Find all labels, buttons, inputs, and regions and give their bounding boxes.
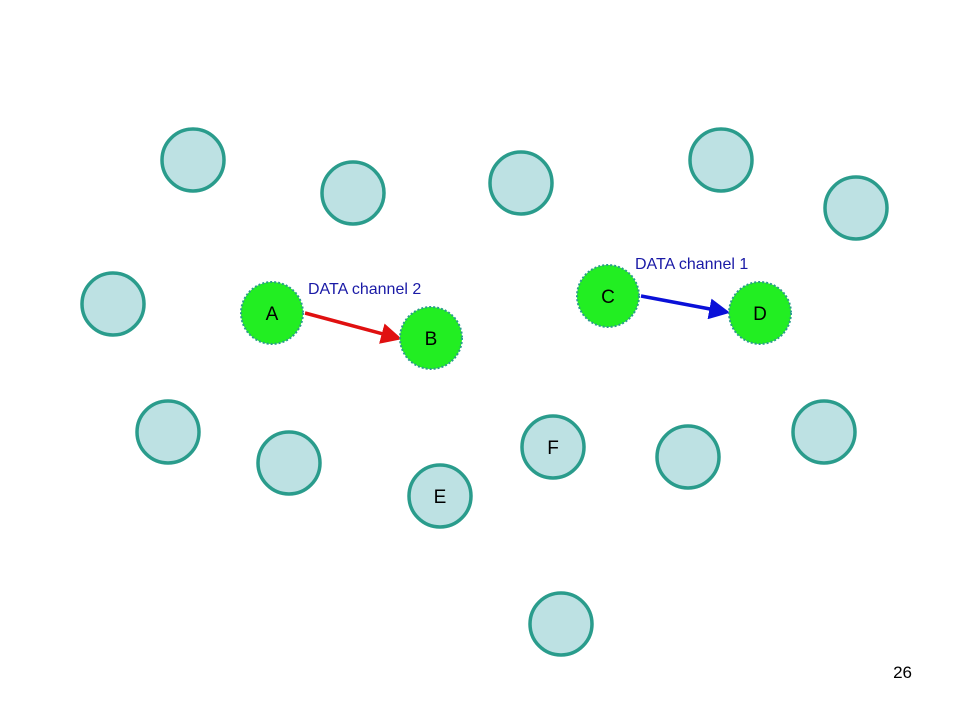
node-e-label: E <box>434 487 447 508</box>
idle-node <box>160 127 226 193</box>
node-f-label: F <box>547 438 559 459</box>
node-b-label: B <box>425 329 438 350</box>
idle-node <box>80 271 146 337</box>
idle-node <box>488 150 554 216</box>
node-c-label: C <box>601 287 615 308</box>
idle-node <box>655 424 721 490</box>
data-channel-2-arrow <box>304 311 403 344</box>
page-number: 26 <box>893 663 912 682</box>
idle-node <box>791 399 857 465</box>
node-d-label: D <box>753 304 767 325</box>
node-a: A <box>240 281 304 345</box>
idle-node <box>823 175 889 241</box>
idle-node <box>528 591 594 657</box>
node-c-circle <box>576 264 640 328</box>
data-channel-2-label: DATA channel 2 <box>308 281 421 298</box>
node-d-circle <box>728 281 792 345</box>
node-b-circle <box>399 306 463 370</box>
node-f-circle <box>520 414 586 480</box>
idle-node <box>135 399 201 465</box>
data-channel-1-label: DATA channel 1 <box>635 256 748 273</box>
node-e: E <box>407 463 473 529</box>
idle-nodes <box>80 127 889 657</box>
node-b: B <box>399 306 463 370</box>
idle-node <box>688 127 754 193</box>
data-channel-1-arrow <box>640 294 731 320</box>
node-c: C <box>576 264 640 328</box>
idle-node <box>320 160 386 226</box>
idle-node <box>256 430 322 496</box>
node-a-label: A <box>266 304 279 325</box>
node-a-circle <box>240 281 304 345</box>
node-d: D <box>728 281 792 345</box>
node-f: F <box>520 414 586 480</box>
node-e-circle <box>407 463 473 529</box>
